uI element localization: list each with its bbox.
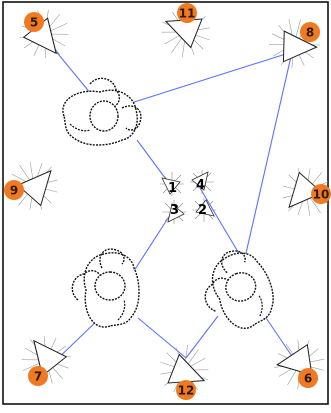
link-line — [185, 315, 219, 359]
camera-label: 7 — [34, 370, 42, 384]
camera-10: 10 — [277, 163, 331, 221]
camera-5: 5 — [12, 2, 76, 66]
link-line — [137, 317, 187, 359]
camera-6: 6 — [265, 329, 331, 399]
link-line — [131, 211, 173, 275]
link-line — [199, 187, 245, 263]
camera-label: 6 — [304, 372, 312, 386]
camera-badge — [298, 368, 318, 388]
camera-badge — [177, 3, 197, 23]
camera-12: 12 — [155, 341, 213, 400]
camera-label: 8 — [306, 26, 314, 40]
camera-badge — [300, 22, 320, 42]
camera-label: 12 — [178, 384, 195, 398]
camera-badge — [176, 380, 196, 400]
link-line — [243, 51, 293, 263]
camera-9: 9 — [4, 157, 63, 215]
center-label-2: 2 — [198, 203, 207, 218]
camera-label: 11 — [179, 7, 196, 21]
camera-11: 11 — [157, 3, 215, 61]
camera-label: 9 — [10, 184, 18, 198]
center-label-3: 3 — [170, 203, 179, 218]
center-label-4: 4 — [196, 178, 205, 193]
center-label-1: 1 — [168, 181, 177, 196]
camera-badge — [4, 180, 24, 200]
link-line — [127, 51, 293, 105]
camera-badge — [24, 12, 44, 32]
camera-7: 7 — [14, 328, 78, 392]
camera-badge — [28, 366, 48, 386]
camera-label: 5 — [30, 16, 38, 30]
diagram-frame — [2, 1, 329, 405]
camera-badge — [311, 184, 331, 204]
camera-label: 10 — [313, 188, 330, 202]
camera-8: 8 — [260, 10, 328, 78]
